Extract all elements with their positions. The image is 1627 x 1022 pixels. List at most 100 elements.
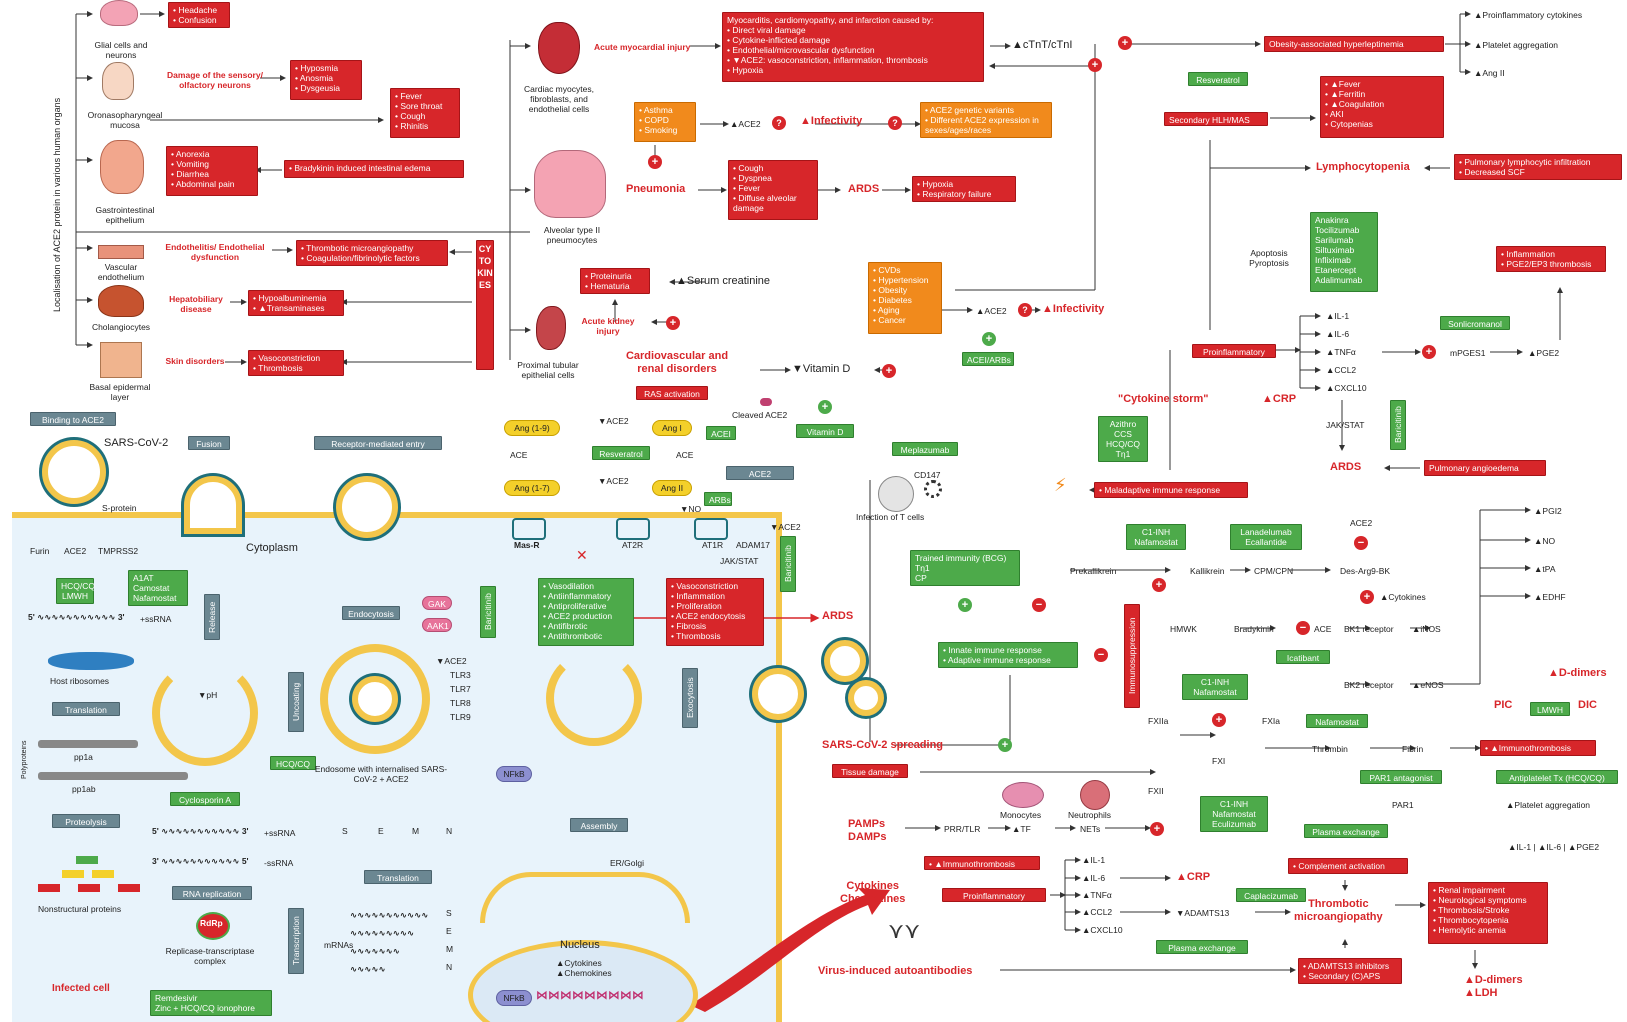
intestine-icon — [100, 140, 144, 194]
skin-icon — [100, 342, 142, 378]
meplazumab: Meplazumab — [892, 442, 958, 456]
neutrophil-icon — [1080, 780, 1110, 810]
plus-icon-nets: + — [1150, 822, 1164, 836]
harmful-effects: • Vasoconstriction• Inflammation• Prolif… — [666, 578, 764, 646]
ang1: Ang I — [652, 420, 692, 436]
caplacizumab: Caplacizumab — [1236, 888, 1306, 902]
transcription-label: Transcription — [288, 908, 304, 974]
furin-label: Furin — [30, 546, 50, 556]
crp-2: ▲CRP — [1176, 871, 1211, 883]
organ-label-oronasal: Oronasopharyngeal mucosa — [87, 110, 163, 130]
dna-helix: ⋈⋈⋈⋈⋈⋈⋈⋈⋈ — [536, 988, 644, 1002]
plus-icon-vitd: + — [882, 364, 896, 378]
cxcl10: ▲CXCL10 — [1326, 383, 1367, 393]
effects-vascular: • Thrombotic microangiopathy• Coagulatio… — [296, 240, 448, 266]
endosome-ph — [152, 660, 258, 766]
rna-strand-1: 5' ∿∿∿∿∿∿∿∿∿∿∿ 3' — [28, 612, 125, 622]
organs-axis-label: Localisation of ACE2 protein in various … — [52, 97, 62, 313]
spike-label: S-protein — [102, 503, 137, 513]
plus-icon-spread: + — [998, 738, 1012, 752]
proinflammatory-2: Proinflammatory — [942, 888, 1046, 902]
exocytosis-label: Exocytosis — [682, 668, 698, 728]
par1-antagonist: PAR1 antagonist — [1360, 770, 1442, 784]
fxii: FXII — [1148, 786, 1164, 796]
kidney-icon — [536, 306, 566, 350]
antibody-icon: ⋎⋎ — [888, 918, 921, 943]
cpm-cpn: CPM/CPN — [1254, 566, 1294, 576]
effects-edema: • Bradykinin induced intestinal edema — [284, 160, 464, 178]
structural-m: M — [446, 944, 454, 954]
complement-activation: • Complement activation — [1288, 858, 1408, 874]
effects-skin: • Vasoconstriction• Thrombosis — [248, 350, 344, 376]
pp1a-bar — [38, 740, 138, 748]
structural-n: N — [446, 962, 453, 972]
heart-injury: Acute myocardial injury — [594, 42, 691, 52]
lympho-causes: • Pulmonary lymphocytic infiltration• De… — [1454, 154, 1622, 180]
effects-throat: • Fever• Sore throat• Cough• Rhinitis — [390, 88, 460, 138]
infected-label: Infected cell — [52, 983, 110, 994]
nucleus-chemokines: ▲Chemokines — [556, 968, 612, 978]
inos: ▲iNOS — [1412, 624, 1441, 634]
cell-membrane-right — [776, 512, 782, 1022]
il6-b: ▲IL-6 — [1082, 873, 1106, 883]
cytoplasm-label: Cytoplasm — [246, 542, 298, 554]
tpa: ▲tPA — [1534, 564, 1556, 574]
hmwk: HMWK — [1170, 624, 1197, 634]
innate-box: • Innate immune response• Adaptive immun… — [938, 642, 1078, 668]
rna-replication: RNA replication — [172, 886, 252, 900]
tlr3: TLR3 — [450, 670, 471, 680]
autoantibodies: Virus-induced autoantibodies — [818, 965, 973, 977]
aak1-label: AAK1 — [422, 618, 452, 632]
bk1-receptor: BK1 receptor — [1344, 624, 1394, 634]
endosome-exo — [546, 650, 642, 746]
nets-label: NETs — [1080, 824, 1101, 834]
unknown-link-icon-3: ? — [1018, 303, 1032, 317]
maladaptive-box: • Maladaptive immune response — [1094, 482, 1248, 498]
rna-plus: 5' ∿∿∿∿∿∿∿∿∿∿∿ 3' — [152, 826, 249, 836]
nucleus-cytokines: ▲Cytokines — [556, 958, 602, 968]
tlr7: TLR7 — [450, 684, 471, 694]
thrombin: Thrombin — [1312, 744, 1348, 754]
coag-ace: ACE — [1314, 624, 1332, 634]
ras-no: ▼NO — [680, 504, 702, 514]
liver-icon — [98, 285, 144, 317]
ras-ace-a: ACE — [510, 450, 528, 460]
virus-exo-2 — [824, 640, 866, 682]
fxia: FXIa — [1262, 716, 1280, 726]
crp-1: ▲CRP — [1262, 393, 1297, 405]
unknown-link-icon-2: ? — [888, 116, 902, 130]
mpges1: mPGES1 — [1450, 348, 1486, 358]
ras-jakstat: JAK/STAT — [720, 556, 759, 566]
monocyte-icon — [1002, 782, 1044, 808]
pp1ab-bar — [38, 772, 188, 780]
tnfa-b: ▲TNFα — [1082, 890, 1112, 900]
bradykinin: Bradykinin — [1234, 624, 1274, 634]
organ-label-gi: Gastrointestinal epithelium — [95, 205, 155, 225]
ras-ards: ARDS — [822, 610, 854, 622]
comorbid-infectivity: ▲Infectivity — [1042, 303, 1105, 315]
bk2-receptor: BK2 receptor — [1344, 680, 1394, 690]
cardiorenal-label: Cardiovascular and renal disorders — [625, 350, 729, 375]
jakstat-immune: JAK/STAT — [1326, 420, 1365, 430]
out-proinflammatory: ▲Proinflammatory cytokines — [1474, 10, 1583, 20]
structural-s: S — [446, 908, 452, 918]
vitd-green: Vitamin D — [796, 424, 854, 438]
hlh-effects: • ▲Fever• ▲Ferritin• ▲Coagulation• AKI• … — [1320, 76, 1444, 138]
resveratrol-immune: Resveratrol — [1188, 72, 1248, 86]
mrna-strands: ∿∿∿∿∿∿∿∿∿∿∿∿∿∿∿∿∿∿∿∿∿∿∿∿∿∿∿∿∿∿∿∿ — [350, 910, 429, 974]
ras-ace2-c: ▼ACE2 — [770, 522, 801, 532]
prot-s: S — [342, 826, 348, 836]
translation2-label: Translation — [364, 870, 432, 884]
rdrp-icon — [196, 912, 230, 940]
gear-icon — [924, 480, 942, 498]
protective-effects: • Vasodilation• Antiinflammatory• Antipr… — [538, 578, 634, 646]
lung-infectivity: ▲Infectivity — [800, 115, 863, 127]
minus-icon-immune: − — [1032, 598, 1046, 612]
ras-ace2-a: ▼ACE2 — [598, 416, 629, 426]
